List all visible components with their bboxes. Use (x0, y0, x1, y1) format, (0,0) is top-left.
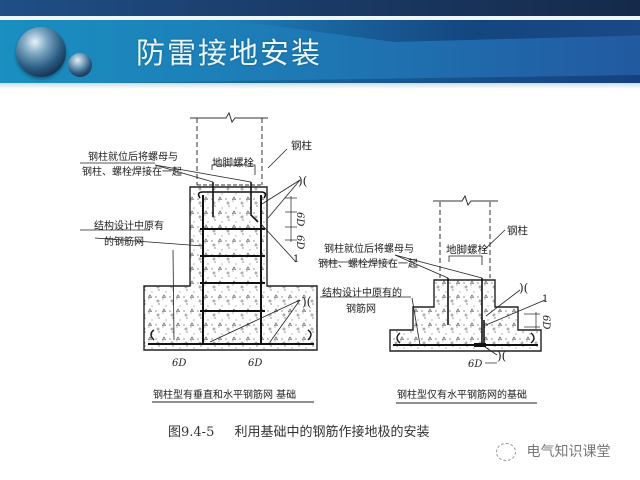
svg-text:6D: 6D (172, 358, 186, 369)
svg-text:地脚螺栓: 地脚螺栓 (212, 156, 254, 169)
svg-text:钢筋网: 钢筋网 (346, 302, 376, 315)
svg-text:)(: )( (519, 281, 528, 295)
top-band (0, 0, 640, 16)
svg-text:6D: 6D (294, 235, 305, 249)
header-shadow (0, 83, 640, 89)
svg-text:的钢筋网: 的钢筋网 (104, 235, 144, 248)
svg-text:钢柱就位后将螺母与: 钢柱就位后将螺母与 (88, 150, 178, 163)
svg-text:钢柱型仅有水平钢筋网的基础: 钢柱型仅有水平钢筋网的基础 (397, 388, 527, 401)
figure-caption: 图9.4-5 利用基础中的钢筋作接地极的安装 (168, 421, 430, 440)
svg-text:)(: )( (298, 174, 307, 188)
svg-text:钢柱: 钢柱 (291, 139, 312, 152)
svg-text:结构设计中原有的: 结构设计中原有的 (322, 286, 402, 299)
left-foundation-diagram: )( )( 钢柱就位后将螺母与 钢柱、螺栓焊接在一起 地脚螺栓 钢柱 结构设计中… (80, 111, 318, 403)
foundation-diagram: )( )( 钢柱就位后将螺母与 钢柱、螺栓焊接在一起 地脚螺栓 钢柱 结构设计中… (80, 111, 551, 404)
svg-text:钢柱型有垂直和水平钢筋网 基础: 钢柱型有垂直和水平钢筋网 基础 (153, 388, 296, 401)
slide-title: 防雷接地安装 (136, 36, 323, 70)
svg-text:钢柱、螺栓焊接在一起: 钢柱、螺栓焊接在一起 (318, 257, 418, 270)
figure-caption-text: 利用基础中的钢筋作接地极的安装 (234, 425, 430, 440)
right-foundation-diagram: )( )( 钢柱就位后将螺母与 钢柱、螺栓焊接在一起 地脚螺栓 钢柱 结构设计中… (318, 194, 551, 404)
small-orb-icon (68, 53, 92, 77)
globe-orb-icon (16, 27, 66, 77)
svg-text:6D: 6D (468, 359, 482, 370)
header-bottom-decoration (96, 75, 640, 83)
wechat-icon (496, 443, 516, 461)
svg-text:钢柱就位后将螺母与: 钢柱就位后将螺母与 (324, 242, 414, 255)
watermark: 电气知识课堂 (496, 441, 610, 461)
svg-text:)(: )( (497, 349, 506, 363)
svg-text:钢柱: 钢柱 (507, 224, 528, 237)
svg-text:6D: 6D (294, 212, 305, 226)
svg-text:结构设计中原有: 结构设计中原有 (94, 219, 164, 232)
svg-text:地脚螺栓: 地脚螺栓 (446, 243, 488, 256)
divider-line (0, 16, 640, 20)
svg-text:钢柱、螺栓焊接在一起: 钢柱、螺栓焊接在一起 (82, 165, 182, 178)
slide-header (0, 20, 640, 83)
svg-text:1: 1 (293, 254, 299, 265)
figure-number: 图9.4-5 (168, 425, 215, 440)
svg-text:1: 1 (542, 294, 548, 305)
svg-text:6D: 6D (540, 315, 551, 329)
svg-text:)(: )( (302, 295, 311, 309)
svg-text:6D: 6D (248, 358, 262, 369)
watermark-text: 电气知识课堂 (526, 444, 611, 460)
